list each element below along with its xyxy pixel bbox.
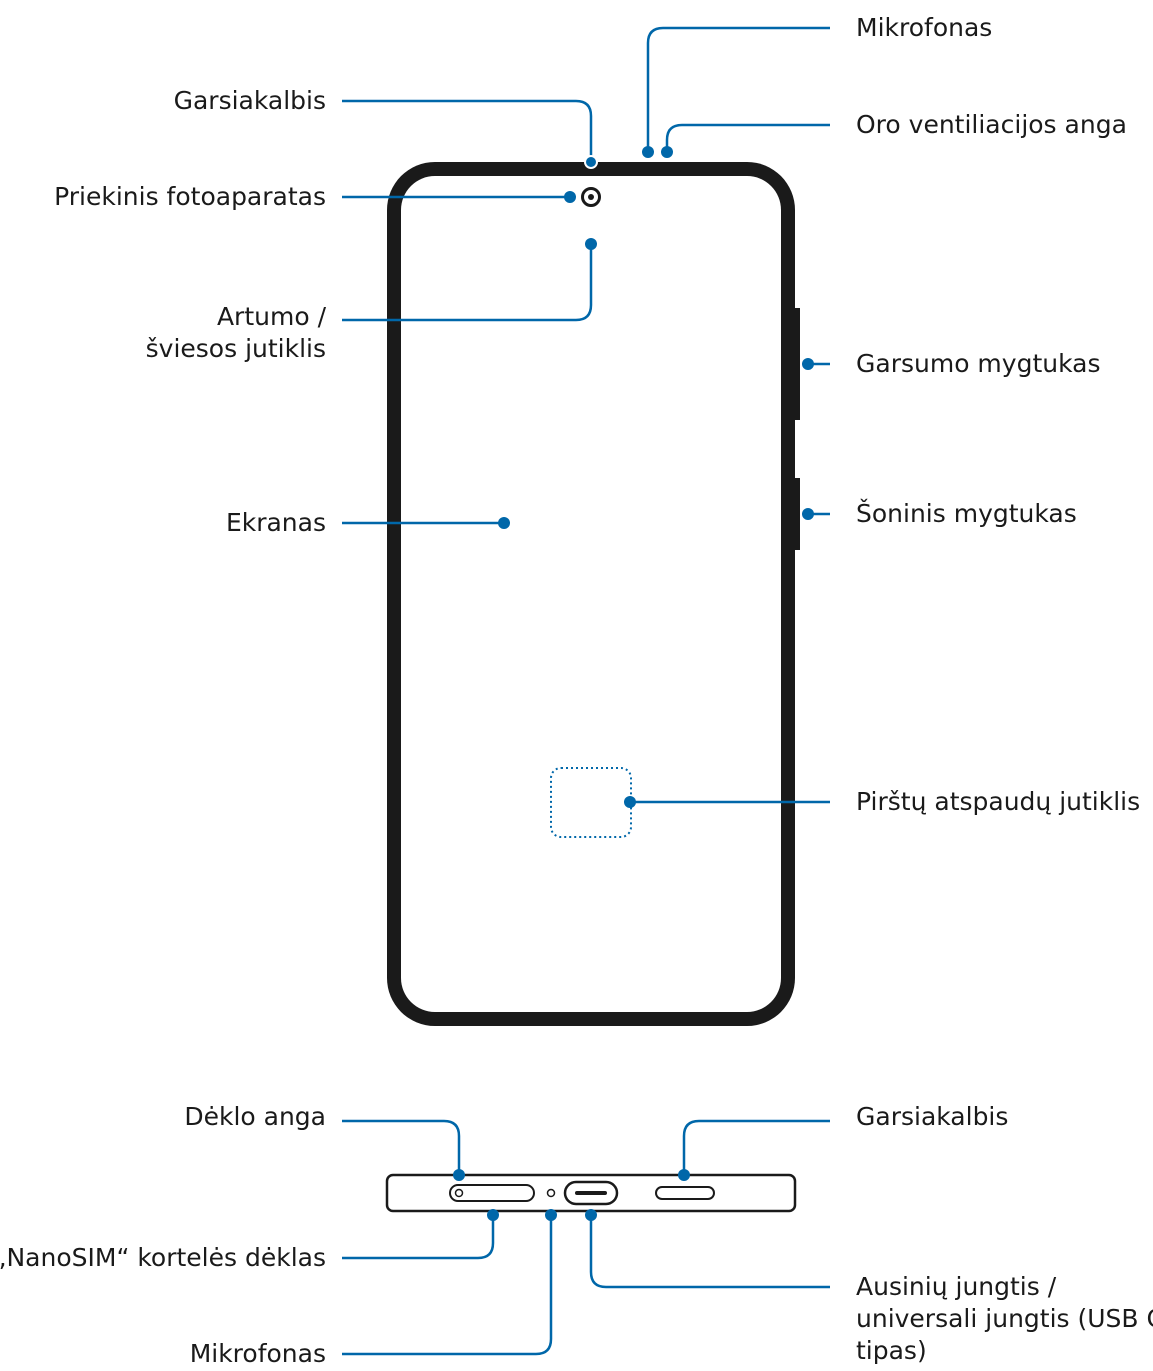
leader-speaker-bottom [682, 1119, 830, 1175]
label-connector-line2: universali jungtis (USB C [856, 1304, 1153, 1333]
dot-side [802, 508, 814, 520]
label-air-vent: Oro ventiliacijos anga [856, 110, 1127, 139]
bottom-mic-hole [546, 1188, 556, 1198]
label-speaker-bottom: Garsiakalbis [856, 1102, 1009, 1131]
side-key-edge [795, 478, 800, 550]
front-camera-center [588, 194, 594, 200]
leader-air-vent [665, 123, 830, 150]
label-speaker-top: Garsiakalbis [173, 86, 326, 115]
dot-speaker-bottom [678, 1169, 690, 1181]
usb-c-port [563, 1180, 619, 1206]
label-proximity-line2: šviesos jutiklis [145, 334, 326, 363]
dot-proximity [585, 238, 597, 250]
leader-sim-tray [342, 1215, 495, 1260]
leader-speaker-top [342, 99, 593, 159]
label-front-camera: Priekinis fotoaparatas [54, 182, 326, 211]
dot-tray-hole [453, 1169, 465, 1181]
label-fingerprint: Pirštų atspaudų jutiklis [856, 787, 1141, 816]
label-microphone-top: Mikrofonas [856, 13, 993, 42]
dot-connector [585, 1209, 597, 1221]
dot-fingerprint [624, 796, 636, 808]
leader-microphone-top [646, 26, 830, 150]
label-proximity-line1: Artumo / [216, 302, 326, 331]
dot-speaker-top [584, 155, 598, 169]
sim-tray-slot [449, 1184, 535, 1202]
leader-connector [589, 1215, 830, 1289]
dot-front-camera [564, 191, 576, 203]
phone-front [387, 162, 800, 1026]
callout-lines [342, 26, 830, 1356]
leader-tray-hole [342, 1119, 461, 1175]
front-camera-lens [581, 187, 601, 207]
dot-screen [498, 517, 510, 529]
dot-microphone-top [642, 146, 654, 158]
phone-bottom-edge [385, 1173, 797, 1213]
dot-volume [802, 358, 814, 370]
label-volume-key: Garsumo mygtukas [856, 349, 1101, 378]
dot-mic-bottom [545, 1209, 557, 1221]
callout-dots [453, 146, 814, 1221]
label-tray-hole: Dėklo anga [184, 1102, 326, 1131]
label-connector-line1: Ausinių jungtis / [856, 1272, 1057, 1301]
label-connector-line3: tipas) [856, 1336, 927, 1365]
tray-eject-hole [454, 1188, 464, 1198]
label-side-key: Šoninis mygtukas [856, 499, 1077, 528]
leader-proximity [342, 244, 593, 322]
label-microphone-bottom: Mikrofonas [189, 1339, 326, 1368]
volume-key-edge [795, 308, 800, 420]
dot-sim-tray [487, 1209, 499, 1221]
usb-c-tongue [575, 1191, 607, 1195]
label-screen: Ekranas [225, 508, 326, 537]
label-sim-tray: „NanoSIM“ kortelės dėklas [0, 1243, 326, 1272]
dot-air-vent [661, 146, 673, 158]
leader-mic-bottom [342, 1215, 553, 1356]
bottom-speaker-grille [655, 1186, 715, 1200]
